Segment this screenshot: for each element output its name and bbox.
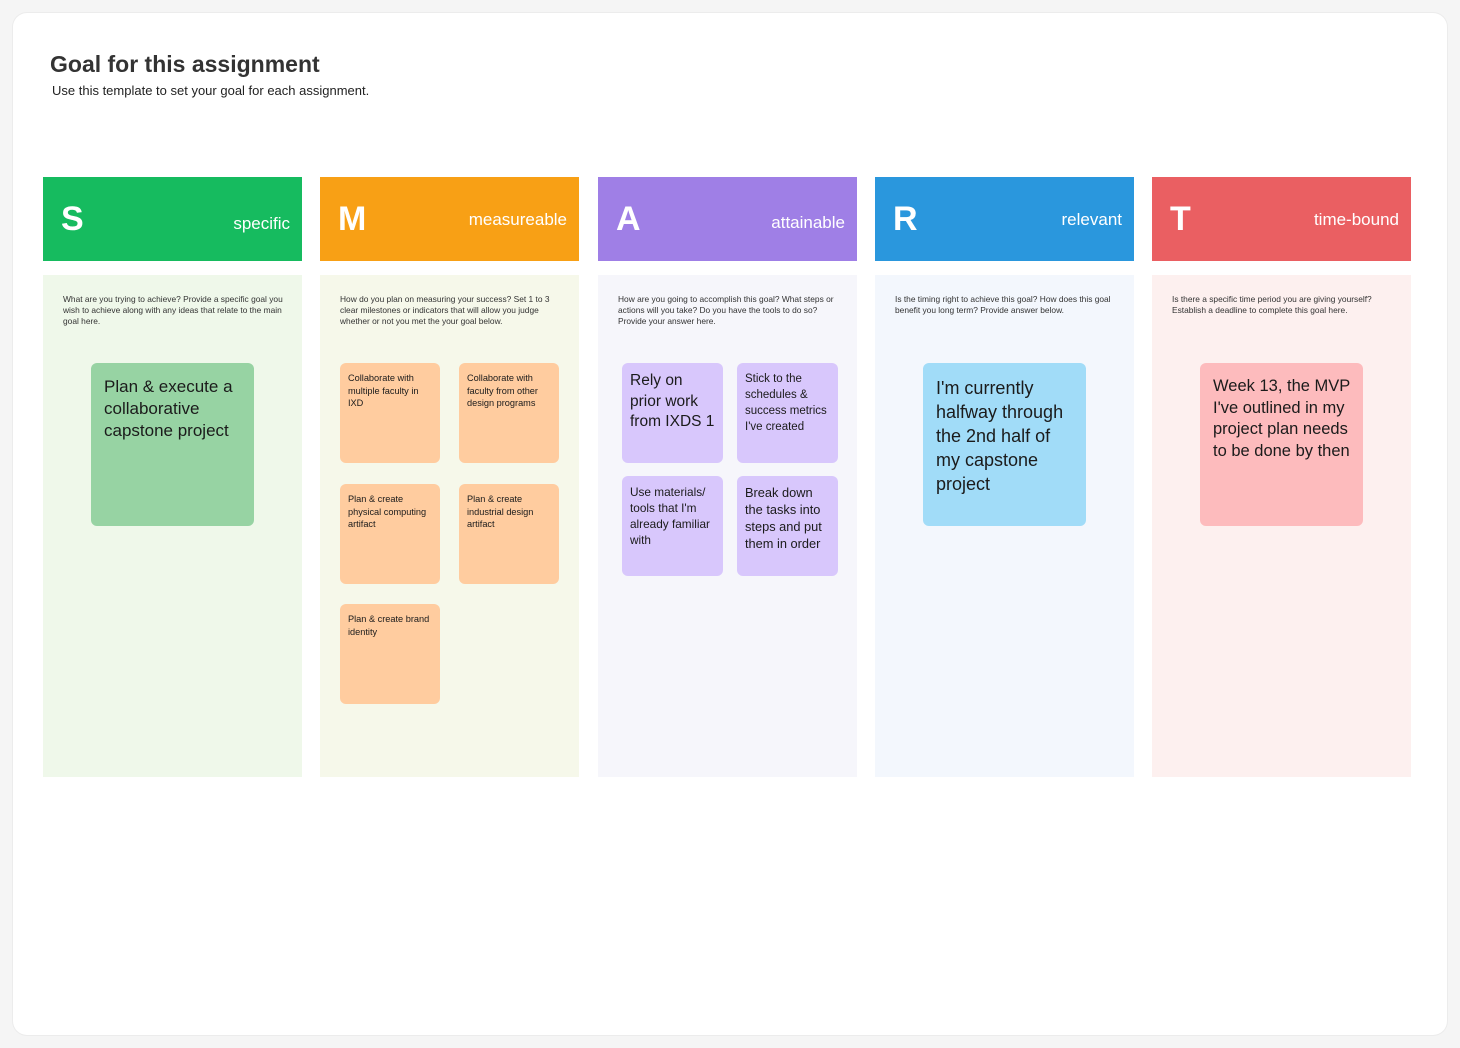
sticky-note-text: Plan & create brand identity <box>348 614 430 637</box>
column-letter: R <box>893 200 918 238</box>
column-header-attainable[interactable]: A attainable <box>598 177 857 261</box>
column-area-specific[interactable]: What are you trying to achieve? Provide … <box>43 275 302 777</box>
page-subtitle: Use this template to set your goal for e… <box>52 83 370 98</box>
column-area-attainable[interactable]: How are you going to accomplish this goa… <box>598 275 857 777</box>
sticky-note-text: Stick to the schedules & success metrics… <box>745 373 827 433</box>
sticky-note[interactable]: Collaborate with multiple faculty in IXD <box>340 363 440 463</box>
sticky-note[interactable]: Use materials/ tools that I'm already fa… <box>622 476 723 576</box>
sticky-note-text: I'm currently halfway through the 2nd ha… <box>936 378 1064 494</box>
sticky-note[interactable]: Collaborate with faculty from other desi… <box>459 363 559 463</box>
sticky-note-text: Week 13, the MVP I've outlined in my pro… <box>1213 377 1350 460</box>
sticky-note-text: Plan & create industrial design artifact <box>467 494 534 529</box>
sticky-note[interactable]: Plan & execute a collaborative capstone … <box>91 363 254 526</box>
sticky-note[interactable]: Week 13, the MVP I've outlined in my pro… <box>1200 363 1363 526</box>
column-letter: A <box>616 200 641 238</box>
column-label: relevant <box>1061 210 1122 229</box>
column-letter: M <box>338 200 367 238</box>
column-label: attainable <box>771 213 845 232</box>
column-prompt: What are you trying to achieve? Provide … <box>63 294 283 326</box>
sticky-note-text: Break down the tasks into steps and put … <box>745 485 822 551</box>
sticky-note-text: Collaborate with faculty from other desi… <box>467 373 538 408</box>
sticky-note[interactable]: I'm currently halfway through the 2nd ha… <box>923 363 1086 526</box>
sticky-note-text: Rely on prior work from IXDS 1 <box>630 372 715 430</box>
sticky-note[interactable]: Plan & create industrial design artifact <box>459 484 559 584</box>
sticky-note-text: Collaborate with multiple faculty in IXD <box>348 373 419 408</box>
sticky-note-text: Plan & execute a collaborative capstone … <box>104 377 233 440</box>
column-label: measureable <box>468 210 567 229</box>
column-prompt: Is there a specific time period you are … <box>1172 294 1372 315</box>
column-header-specific[interactable]: S specific <box>43 177 302 261</box>
column-prompt: How do you plan on measuring your succes… <box>340 294 550 326</box>
column-label: time-bound <box>1313 210 1399 229</box>
column-header-relevant[interactable]: R relevant <box>875 177 1134 261</box>
whiteboard-canvas[interactable]: Goal for this assignment Use this templa… <box>13 13 1447 1035</box>
sticky-note[interactable]: Plan & create brand identity <box>340 604 440 704</box>
column-area-measureable[interactable]: How do you plan on measuring your succes… <box>320 275 579 777</box>
sticky-note[interactable]: Stick to the schedules & success metrics… <box>737 363 838 463</box>
sticky-note[interactable]: Rely on prior work from IXDS 1 <box>622 363 723 463</box>
column-header-time-bound[interactable]: T time-bound <box>1152 177 1411 261</box>
column-label: specific <box>233 214 290 233</box>
page-title: Goal for this assignment <box>50 51 320 77</box>
sticky-note[interactable]: Plan & create physical computing artifac… <box>340 484 440 584</box>
column-letter: T <box>1170 200 1191 238</box>
column-header-measureable[interactable]: M measureable <box>320 177 579 261</box>
column-area-relevant[interactable]: Is the timing right to achieve this goal… <box>875 275 1134 777</box>
column-prompt: How are you going to accomplish this goa… <box>618 294 834 326</box>
sticky-note[interactable]: Break down the tasks into steps and put … <box>737 476 838 576</box>
sticky-note-text: Use materials/ tools that I'm already fa… <box>630 485 710 547</box>
sticky-note-text: Plan & create physical computing artifac… <box>348 494 427 529</box>
column-prompt: Is the timing right to achieve this goal… <box>895 294 1111 315</box>
column-letter: S <box>61 200 84 238</box>
column-area-time-bound[interactable]: Is there a specific time period you are … <box>1152 275 1411 777</box>
